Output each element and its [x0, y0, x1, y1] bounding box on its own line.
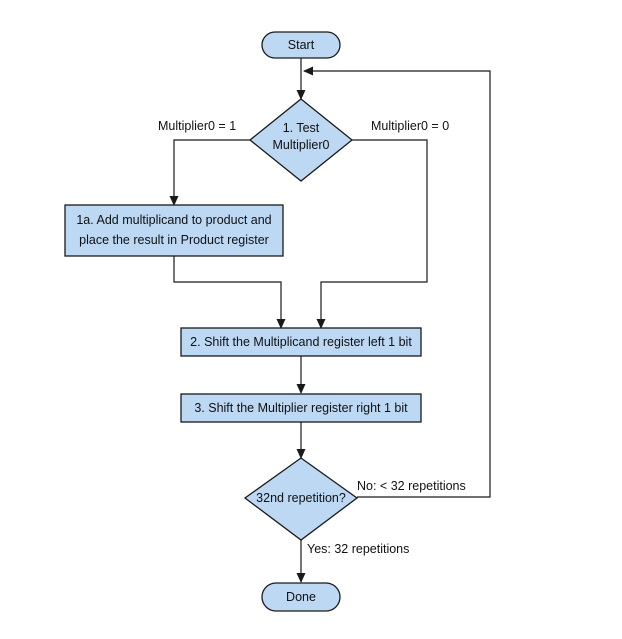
shift-multiplier-box: [180, 393, 422, 423]
edge-test-to-shift-zero: [316, 139, 428, 329]
edge-test-to-add: [169, 139, 250, 206]
edge-add-to-shift: [173, 256, 286, 329]
shift-multiplier-label: 3. Shift the Multiplier register right 1…: [194, 401, 408, 415]
add-multiplicand-box: [64, 204, 284, 257]
repetition-label: 32nd repetition?: [256, 491, 346, 505]
done-terminal: [261, 582, 341, 612]
test-multiplier-decision: [248, 98, 354, 182]
shift-multiplicand-box: [180, 327, 422, 357]
edge-loop-back: [303, 66, 491, 498]
test-label-line2: Multiplier0: [273, 138, 330, 152]
start-terminal: [261, 31, 341, 59]
test-label-line1: 1. Test: [283, 121, 320, 135]
add-label-line1: 1a. Add multiplicand to product and: [76, 213, 271, 227]
edge-label-yes: Yes: 32 repetitions: [307, 542, 409, 556]
done-label: Done: [286, 590, 316, 604]
edge-label-no: No: < 32 repetitions: [357, 479, 466, 493]
start-label: Start: [288, 38, 315, 52]
repetition-decision: [243, 457, 359, 541]
edge-label-multiplier-zero: Multiplier0 = 0: [371, 119, 449, 133]
shift-multiplicand-label: 2. Shift the Multiplicand register left …: [190, 335, 412, 349]
add-label-line2: place the result in Product register: [79, 233, 269, 247]
edge-label-multiplier-one: Multiplier0 = 1: [158, 119, 236, 133]
